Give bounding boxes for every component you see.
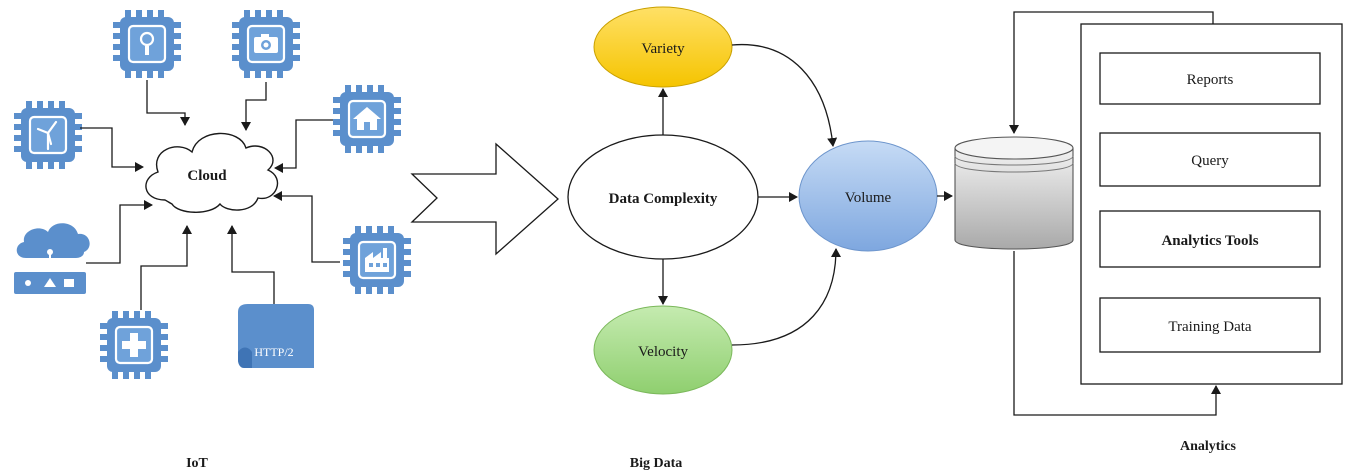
connector-turbine-cloud [80, 127, 144, 172]
analytics-connectors [1009, 11, 1221, 416]
factory-icon [341, 224, 413, 296]
analytics-item-training-data[interactable]: Training Data [1099, 297, 1321, 353]
connector-http-cloud [227, 225, 275, 304]
data-complexity-node: Data Complexity [567, 134, 759, 260]
query-label: Query [1191, 153, 1229, 169]
camera-icon [230, 8, 302, 80]
analytics-section-label: Analytics [1180, 439, 1237, 454]
connector-camera-cloud [241, 82, 267, 131]
big-data-connectors [658, 43, 953, 346]
connector-variety-volume [731, 43, 838, 147]
connector-factory-cloud [273, 191, 340, 263]
training-data-label: Training Data [1168, 319, 1252, 335]
variety-node: Variety [593, 6, 733, 88]
wind-turbine-icon [12, 99, 84, 171]
analytics-tools-label: Analytics Tools [1161, 233, 1258, 249]
connector-gateway-cloud [86, 200, 153, 264]
http-label: HTTP/2 [254, 345, 293, 359]
medical-cross-icon [98, 309, 170, 381]
big-data-section-label: Big Data [630, 456, 683, 471]
connector-analytics-database [1009, 11, 1214, 134]
house-icon [331, 83, 403, 155]
iot-connectors [80, 80, 340, 310]
connector-medical-cloud [140, 225, 192, 310]
analytics-item-analytics-tools[interactable]: Analytics Tools [1099, 210, 1321, 268]
data-complexity-label: Data Complexity [609, 191, 718, 207]
cloud-gateway-icon [14, 223, 90, 294]
volume-label: Volume [845, 190, 892, 206]
connector-velocity-volume [731, 248, 841, 346]
analytics-item-reports[interactable]: Reports [1099, 52, 1321, 105]
connector-keyhole-cloud [146, 80, 190, 126]
cloud-shape [145, 132, 279, 213]
http-document-icon: HTTP/2 [238, 304, 314, 368]
analytics-item-query[interactable]: Query [1099, 132, 1321, 187]
flow-arrow [410, 142, 559, 256]
keyhole-lock-icon [111, 8, 183, 80]
database-icon [954, 136, 1074, 250]
cloud-label: Cloud [187, 168, 227, 184]
reports-label: Reports [1187, 72, 1234, 88]
connector-database-analytics [1013, 251, 1221, 416]
cloud-node: Cloud [145, 132, 279, 213]
volume-node: Volume [798, 140, 938, 252]
velocity-label: Velocity [638, 344, 688, 360]
variety-label: Variety [641, 41, 685, 57]
connector-house-cloud [274, 119, 333, 173]
iot-section-label: IoT [186, 456, 208, 471]
velocity-node: Velocity [593, 305, 733, 395]
